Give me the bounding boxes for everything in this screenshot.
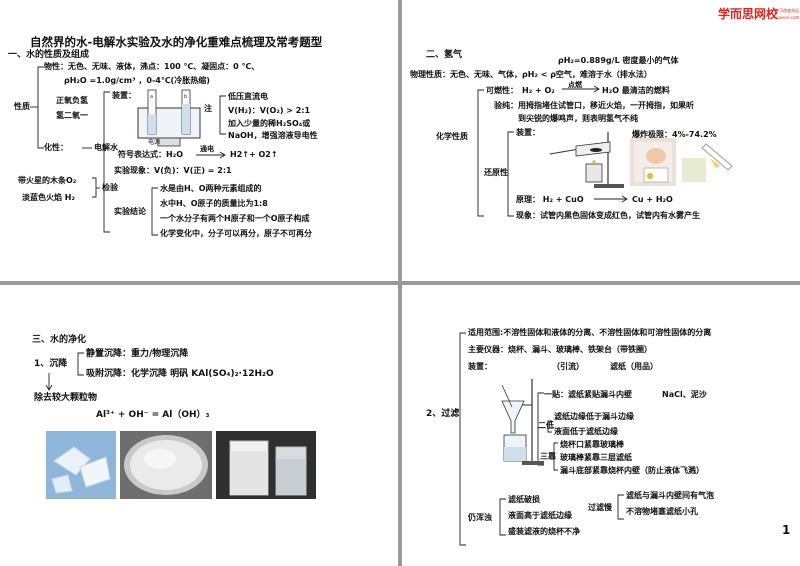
three-rely-rule-2: 玻璃棒紧靠三层滤纸 bbox=[560, 453, 632, 462]
slow-cause-1: 滤纸与漏斗内壁间有气泡 bbox=[626, 491, 714, 500]
svg-text:a: a bbox=[150, 94, 153, 100]
slide-water-purification: 三、水的净化 1、沉降 静置沉降：重力/物理沉降 吸附沉降：化学沉降 明矾 KA… bbox=[0, 285, 398, 566]
purity-test-line1: 验纯：用拇指堵住试管口，移近火焰，一开拇指，如果听 bbox=[494, 101, 694, 110]
salt-sand-example: NaCl、泥沙 bbox=[662, 390, 707, 399]
electrolysis-label: 电解水 bbox=[94, 143, 118, 152]
turbid-water-photo-icon bbox=[120, 431, 212, 499]
static-sedimentation: 静置沉降：重力/物理沉降 bbox=[86, 349, 189, 359]
logo-text: 学而思网校 bbox=[718, 7, 779, 21]
power-source-label: 电源 bbox=[148, 139, 161, 146]
experiment-phenomenon: 实验现象：V(负)：V(正) = 2:1 bbox=[114, 166, 232, 175]
purity-test-line2: 到尖锐的爆鸣声，则表明氢气不纯 bbox=[518, 114, 638, 123]
slow-cause-2: 不溶物堵塞滤纸小孔 bbox=[626, 507, 698, 516]
electrolysis-apparatus-icon: a b bbox=[137, 89, 201, 147]
apparatus-label: 装置： bbox=[468, 362, 492, 371]
reducibility-label: 还原性 bbox=[484, 168, 508, 177]
three-rely-label: 三靠 bbox=[540, 452, 556, 461]
apparatus-label: 装置： bbox=[112, 91, 136, 100]
reaction-products: H2↑+ O2↑ bbox=[230, 150, 278, 159]
physical-property: 物性：无色、无味、液体，沸点：100 ℃、凝固点：0 ℃、 bbox=[44, 62, 260, 71]
note-add-electrolyte: 加入少量的稀H₂SO₄或 bbox=[228, 119, 311, 128]
note-conductivity: NaOH，增强溶液导电性 bbox=[228, 131, 318, 140]
combustion-product: H₂O 最清洁的燃料 bbox=[602, 86, 670, 95]
bracket-lines bbox=[30, 66, 226, 236]
slide-hydrogen: 学而思网校 学习改变命运 xueersi.com 二、氢气 ρH₂=0.889g… bbox=[402, 0, 800, 281]
energize-label: 通电 bbox=[200, 145, 214, 153]
note-label: 注 bbox=[204, 104, 212, 113]
alum-crystals-photo-icon bbox=[46, 431, 116, 499]
property-label: 性质 bbox=[14, 102, 30, 111]
section-heading: 二、氢气 bbox=[426, 50, 463, 60]
two-low-rule-1: 滤纸边缘低于漏斗边缘 bbox=[554, 412, 634, 421]
remove-particles: 除去较大颗粒物 bbox=[34, 393, 98, 403]
note-low-voltage: 低压直流电 bbox=[228, 92, 268, 101]
slow-filtration-label: 过滤慢 bbox=[588, 503, 612, 512]
two-low-rule-2: 液面低于滤纸边缘 bbox=[554, 427, 618, 436]
experiment-photo-icon bbox=[630, 138, 676, 186]
explosion-limit: 爆炸极限：4%-74.2% bbox=[632, 130, 717, 139]
conclusion-elements: 水是由H、O两种元素组成的 bbox=[160, 184, 262, 193]
svg-text:b: b bbox=[184, 94, 187, 100]
alum-equation: Al³⁺ + OH⁻ = Al（OH）₃ bbox=[96, 410, 210, 420]
note-volume-ratio: V(H₂)：V(O₂) > 2:1 bbox=[228, 106, 311, 115]
conclusion-divisible: 化学变化中，分子可以再分，原子不可再分 bbox=[160, 229, 312, 238]
still-turbid-label: 仍浑浊 bbox=[468, 513, 492, 522]
slide-filtration: 2、过滤 适用范围:不溶性固体和液体的分离、不溶性固体和可溶性固体的分离 主要仪… bbox=[402, 285, 800, 566]
pos-neg-mnemonic: 正氧负氢 bbox=[56, 96, 88, 105]
chemical-property-label: 化学性质 bbox=[436, 132, 468, 141]
apparatus-label: 装置： bbox=[516, 128, 540, 137]
page-number: 1 bbox=[782, 523, 791, 537]
section-heading: 一、水的性质及组成 bbox=[8, 50, 90, 60]
main-instruments: 主要仪器：烧杯、漏斗、玻璃棒、铁架台（带铁圈） bbox=[468, 345, 652, 354]
principle-products: Cu + H₂O bbox=[632, 195, 673, 204]
principle-reactants: 原理： H₂ + CuO bbox=[516, 195, 584, 204]
reduction-phenomenon: 现象：试管内黑色固体变成红色，试管内有水雾产生 bbox=[516, 211, 700, 220]
filter-paper-label: 滤纸（用品） bbox=[610, 362, 658, 371]
filtration-apparatus-icon bbox=[501, 379, 544, 465]
turbid-cause-3: 盛装滤液的烧杯不净 bbox=[508, 527, 580, 536]
three-rely-rule-1: 烧杯口紧靠玻璃棒 bbox=[560, 440, 624, 449]
two-low-label: 二低 bbox=[538, 421, 554, 430]
flammability-label: 可燃性： bbox=[486, 86, 518, 95]
filtration-step: 2、过滤 bbox=[426, 409, 460, 419]
test-tube-photo-icon bbox=[680, 138, 734, 186]
hydrogen-density: ρH₂=0.889g/L 密度最小的气体 bbox=[558, 56, 679, 65]
combustion-reactants: H₂ + O₂ bbox=[522, 86, 555, 95]
conclusion-label: 实验结论 bbox=[114, 207, 146, 216]
bracket-lines bbox=[477, 85, 628, 217]
one-stick-rule: 一贴：滤纸紧贴漏斗内壁 bbox=[544, 390, 632, 399]
hydrogen-test: 淡蓝色火焰 H₂ bbox=[22, 193, 75, 202]
beakers-photo-icon bbox=[216, 431, 316, 499]
turbid-cause-2: 液面高于滤纸边缘 bbox=[508, 511, 572, 520]
adsorption-sedimentation: 吸附沉降：化学沉降 明矾 KAl(SO₄)₂·12H₂O bbox=[86, 369, 274, 379]
logo-url: xueersi.com bbox=[775, 15, 800, 20]
slide-water-properties: 自然界的水-电解水实验及水的净化重难点梳理及常考题型 一、水的性质及组成 物性：… bbox=[0, 0, 398, 281]
hydrogen-physical: 物理性质：无色、无味、气体，ρH₂ < ρ空气，难溶于水（排水法） bbox=[410, 70, 652, 79]
slide-title: 自然界的水-电解水实验及水的净化重难点梳理及常考题型 bbox=[30, 35, 323, 49]
sedimentation-step: 1、沉降 bbox=[34, 359, 68, 369]
guide-flow-label: （引流） bbox=[552, 362, 584, 371]
symbol-expression: 符号表达式：H₂O bbox=[118, 150, 183, 159]
chemical-property: 化性： bbox=[44, 143, 68, 152]
ratio-mnemonic: 氢二氧一 bbox=[56, 111, 88, 120]
density-note: ρH₂O =1.0g/cm³ ，0-4℃(冷胀热缩) bbox=[64, 76, 210, 85]
bracket-lines bbox=[45, 352, 84, 391]
section-heading: 三、水的净化 bbox=[32, 335, 87, 345]
three-rely-rule-3: 漏斗底部紧靠烧杯内壁（防止液体飞溅） bbox=[560, 466, 704, 475]
reduction-apparatus-icon bbox=[549, 132, 624, 188]
test-label: 检验 bbox=[102, 183, 118, 192]
ignite-label: 点燃 bbox=[568, 81, 582, 89]
conclusion-mass-ratio: 水中H、O原子的质量比为1:8 bbox=[160, 199, 268, 208]
turbid-cause-1: 滤纸破损 bbox=[508, 495, 540, 504]
conclusion-molecule: 一个水分子有两个H原子和一个O原子构成 bbox=[160, 214, 310, 223]
filtration-scope: 适用范围:不溶性固体和液体的分离、不溶性固体和可溶性固体的分离 bbox=[468, 328, 712, 337]
oxygen-test: 带火星的木条O₂ bbox=[18, 176, 77, 185]
logo-slogan: 学习改变命运 bbox=[775, 8, 799, 13]
